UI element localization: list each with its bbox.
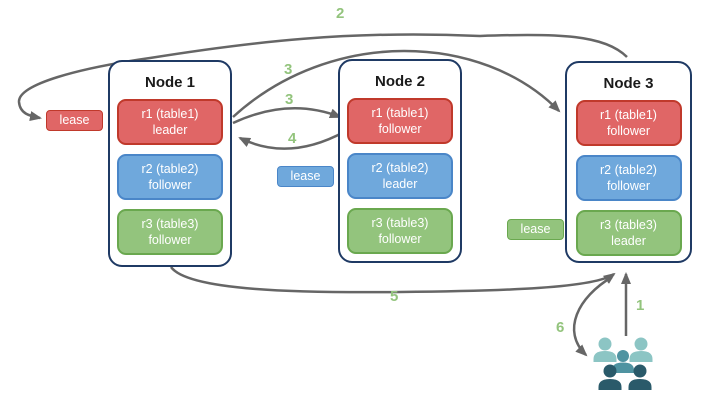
step-label-2: 2 [336,5,345,22]
replica-name: r2 (table2) [600,163,657,177]
lease-badge-table2: lease [277,166,334,187]
replica-role: follower [378,122,422,136]
replica-name: r3 (table3) [141,217,199,231]
replica-role: follower [606,124,651,138]
user-icon [593,337,617,362]
node-3-replica-r2: r2 (table2) follower [575,155,682,201]
node-1-replica-r1: r1 (table1) leader [117,99,223,145]
replica-name: r2 (table2) [141,162,199,176]
node-3-replica-r1: r1 (table1) follower [575,100,682,146]
step-label-4: 4 [288,130,297,147]
step-label-3b: 3 [285,91,294,108]
replica-role: leader [152,123,188,137]
replica-name: r1 (table1) [371,106,429,120]
node-1-replica-r3: r3 (table3) follower [117,209,223,255]
replica-name: r1 (table1) [141,107,199,121]
node-2-title: Node 2 [374,73,425,90]
replica-role: follower [148,178,192,192]
lease-badge-table1: lease [46,110,103,131]
step-label-1: 1 [636,297,645,314]
step-label-6: 6 [556,319,565,336]
replica-name: r2 (table2) [371,161,429,175]
replica-role: follower [148,233,192,247]
user-icon [628,364,652,390]
node-3-replica-r3: r3 (table3) leader [575,210,682,256]
users-group-icon [593,337,653,390]
user-icon [612,350,634,373]
node-3-box: Node 3 r1 (table1) follower r2 (table2) … [565,61,692,263]
node-2-replica-r3: r3 (table3) follower [347,208,453,254]
arrow-step-6-node3-to-client [572,275,613,357]
arrow-step-3-leader-to-node2 [232,107,342,125]
user-icon [598,364,622,390]
node-3-title: Node 3 [603,75,654,92]
user-icon [629,337,653,362]
replica-name: r1 (table1) [600,108,657,122]
replica-name: r3 (table3) [600,218,657,232]
node-1-title: Node 1 [144,74,195,91]
lease-badge-table3: lease [507,219,564,240]
replica-role: leader [382,177,418,191]
node-1-replica-r2: r2 (table2) follower [117,154,223,200]
replica-role: follower [606,179,651,193]
node-2-replica-r2: r2 (table2) leader [347,153,453,199]
node-2-box: Node 2 r1 (table1) follower r2 (table2) … [338,59,462,263]
node-1-box: Node 1 r1 (table1) leader r2 (table2) fo… [108,60,232,267]
replica-role: follower [378,232,422,246]
step-label-5: 5 [390,288,399,305]
replica-role: leader [611,234,646,248]
replica-name: r3 (table3) [371,216,429,230]
step-label-3a: 3 [284,61,293,78]
node-2-replica-r1: r1 (table1) follower [347,98,453,144]
